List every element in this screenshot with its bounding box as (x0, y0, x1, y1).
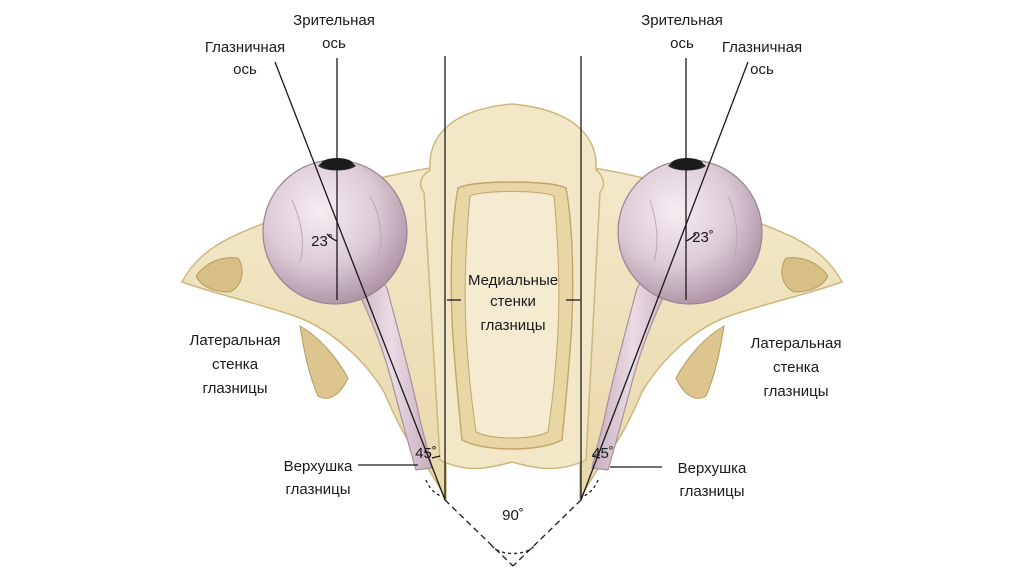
left-dashed-line (444, 499, 514, 567)
left-apex-angle-label: 45˚ (415, 445, 437, 462)
labels: Зрительная ось Глазничная ось Зрительная… (190, 12, 842, 524)
left-apex-angle-arc (425, 479, 442, 497)
left-eye-angle-arc (326, 233, 338, 242)
orbital-axis-right-label-line1: Глазничная (722, 39, 802, 56)
medial-walls-label-line3: глазницы (481, 317, 546, 334)
visual-axis-right-label-line1: Зрительная (641, 12, 723, 29)
left-orbital-axis-line (274, 61, 446, 501)
apex-left-label-line1: Верхушка (284, 458, 353, 475)
right-eyeball (617, 158, 763, 305)
right-apex-angle-arc (583, 479, 599, 497)
medial-walls-label-line1: Медиальные (468, 272, 558, 289)
left-lateral-spongy (195, 257, 243, 293)
apex-right-label-line2: глазницы (680, 483, 745, 500)
right-orbital-axis-line (580, 61, 749, 501)
lateral-wall-left-label-line3: глазницы (203, 380, 268, 397)
lateral-wall-right-label-line3: глазницы (764, 383, 829, 400)
apex-left-label-line2: глазницы (286, 481, 351, 498)
right-eye-angle-label: 23˚ (692, 229, 714, 246)
apex-right-label-line1: Верхушка (678, 460, 747, 477)
bottom-angle-label: 90˚ (502, 507, 524, 524)
medial-walls-label-line2: стенки (490, 293, 536, 310)
left-optic-nerve (349, 273, 433, 471)
right-eye-angle-arc (685, 233, 697, 242)
right-lateral-spongy (781, 257, 829, 293)
visual-axis-left-label-line1: Зрительная (293, 12, 375, 29)
orbital-axis-right-label-line2: ось (750, 61, 774, 78)
visual-axis-left-label-line2: ось (322, 35, 346, 52)
lateral-wall-left-label-line1: Латеральная (190, 332, 281, 349)
lateral-wall-right-label-line2: стенка (773, 359, 820, 376)
left-eye-angle-label: 23˚ (311, 233, 333, 250)
bottom-angle-arc (491, 545, 535, 555)
orbital-axis-left-label-line1: Глазничная (205, 39, 285, 56)
visual-axis-right-label-line2: ось (670, 35, 694, 52)
right-dashed-line (512, 499, 582, 567)
right-pupil (671, 158, 703, 170)
right-apex-angle-label: 45˚ (592, 445, 614, 462)
lateral-wall-left-label-line2: стенка (212, 356, 259, 373)
left-eyeball (262, 158, 408, 305)
axis-lines (274, 56, 749, 567)
lateral-wall-right-label-line1: Латеральная (751, 335, 842, 352)
orbital-axis-left-label-line2: ось (233, 61, 257, 78)
